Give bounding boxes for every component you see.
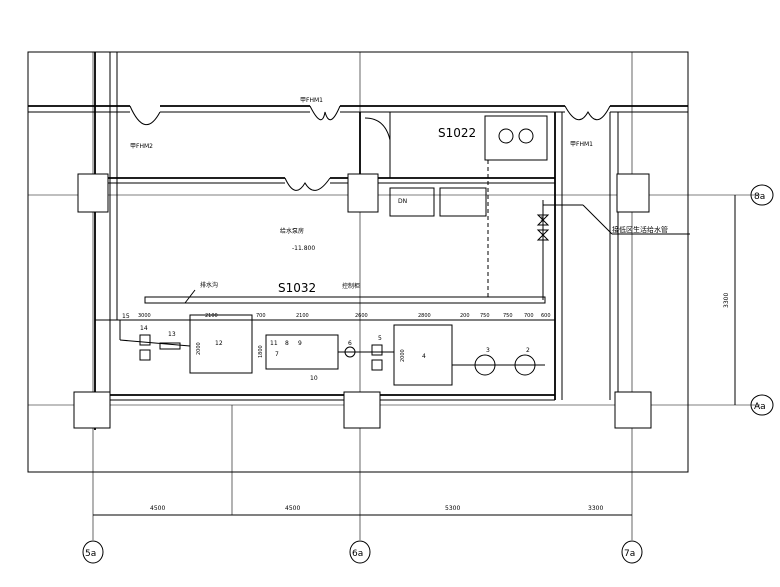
outer-boundary [27,51,689,473]
equipment-tags: 1 2 3 4 5 6 7 8 9 10 11 12 13 14 15 [122,216,544,382]
upper-cabinet [439,187,487,217]
pump-room-equipment [119,314,545,386]
dim-eq-1: 2000 [196,342,202,355]
tag-11: 11 [270,340,278,347]
grid-axis-bubbles [82,184,774,564]
top-dimensions: 3000 2100 700 2100 2600 2800 200 750 750… [138,313,551,319]
axis-7a: 7a [624,549,635,559]
dim-eq-2: 2000 [400,349,406,362]
upper-cabinet [389,187,435,217]
tank-room-label: DN [398,198,407,205]
pump-room-name: 给水泵房 [280,227,304,235]
tag-6: 6 [348,340,352,347]
dim-eq-3: 1800 [258,345,264,358]
tag-4: 4 [422,353,426,360]
upper-room-tank [484,115,548,161]
dim-top-7: 200 [460,313,470,319]
upper-pump-icon [498,128,514,144]
walls [28,52,688,430]
axis-Aa: Aa [754,402,766,412]
dim-bottom-1: 4500 [150,505,165,512]
tag-14: 14 [140,325,148,332]
doors [129,105,611,191]
dim-top-3: 700 [256,313,266,319]
supply-pipe-label: 接低区生活给水管 [612,225,668,234]
bottom-dimensions: 4500 4500 5300 3300 [150,505,603,512]
axis-8a: 8a [754,192,765,202]
dim-top-2: 2100 [205,313,218,319]
leader [184,289,196,304]
drain-trench-label: 排水沟 [200,281,218,289]
dim-top-4: 2100 [296,313,309,319]
dim-right: 3300 [723,293,730,308]
columns [73,173,652,429]
grid-lines [28,52,760,540]
tag-2: 2 [526,347,530,354]
dim-top-11: 600 [541,313,551,319]
tag-15: 15 [122,313,130,320]
dim-top-1: 3000 [138,313,151,319]
control-cabinet-label: 控制柜 [342,282,360,290]
dim-bottom-3: 5300 [445,505,460,512]
dim-top-9: 750 [503,313,513,319]
tag-13: 13 [168,331,176,338]
dim-top-5: 2600 [355,313,368,319]
dim-top-10: 700 [524,313,534,319]
supply-pipe [536,200,690,300]
door-label-right: 甲FHM1 [570,141,593,148]
tag-8: 8 [285,340,289,347]
dim-top-8: 750 [480,313,490,319]
drain-trench [144,296,546,304]
door-label-center: 甲FHM1 [300,97,323,104]
upper-room-label: S1022 [438,126,476,140]
main-room-label: S1032 [278,281,316,295]
tag-3: 3 [486,347,490,354]
equipment-dimensions: 2000 2000 1800 [196,342,406,362]
tag-7: 7 [275,351,279,358]
dim-bottom-4: 3300 [588,505,603,512]
axis-6a: 6a [352,549,363,559]
dim-top-6: 2800 [418,313,431,319]
tag-12: 12 [215,340,223,347]
elevation-label: -11.800 [292,245,315,252]
door-label-left: 甲FHM2 [130,143,153,150]
axis-labels: 8a Aa 5a 6a 7a [85,192,766,559]
tag-1: 1 [540,216,544,223]
tag-10: 10 [310,375,318,382]
dim-bottom-2: 4500 [285,505,300,512]
upper-pump-icon [518,128,534,144]
tag-5: 5 [378,335,382,342]
tag-9: 9 [298,340,302,347]
axis-5a: 5a [85,549,96,559]
